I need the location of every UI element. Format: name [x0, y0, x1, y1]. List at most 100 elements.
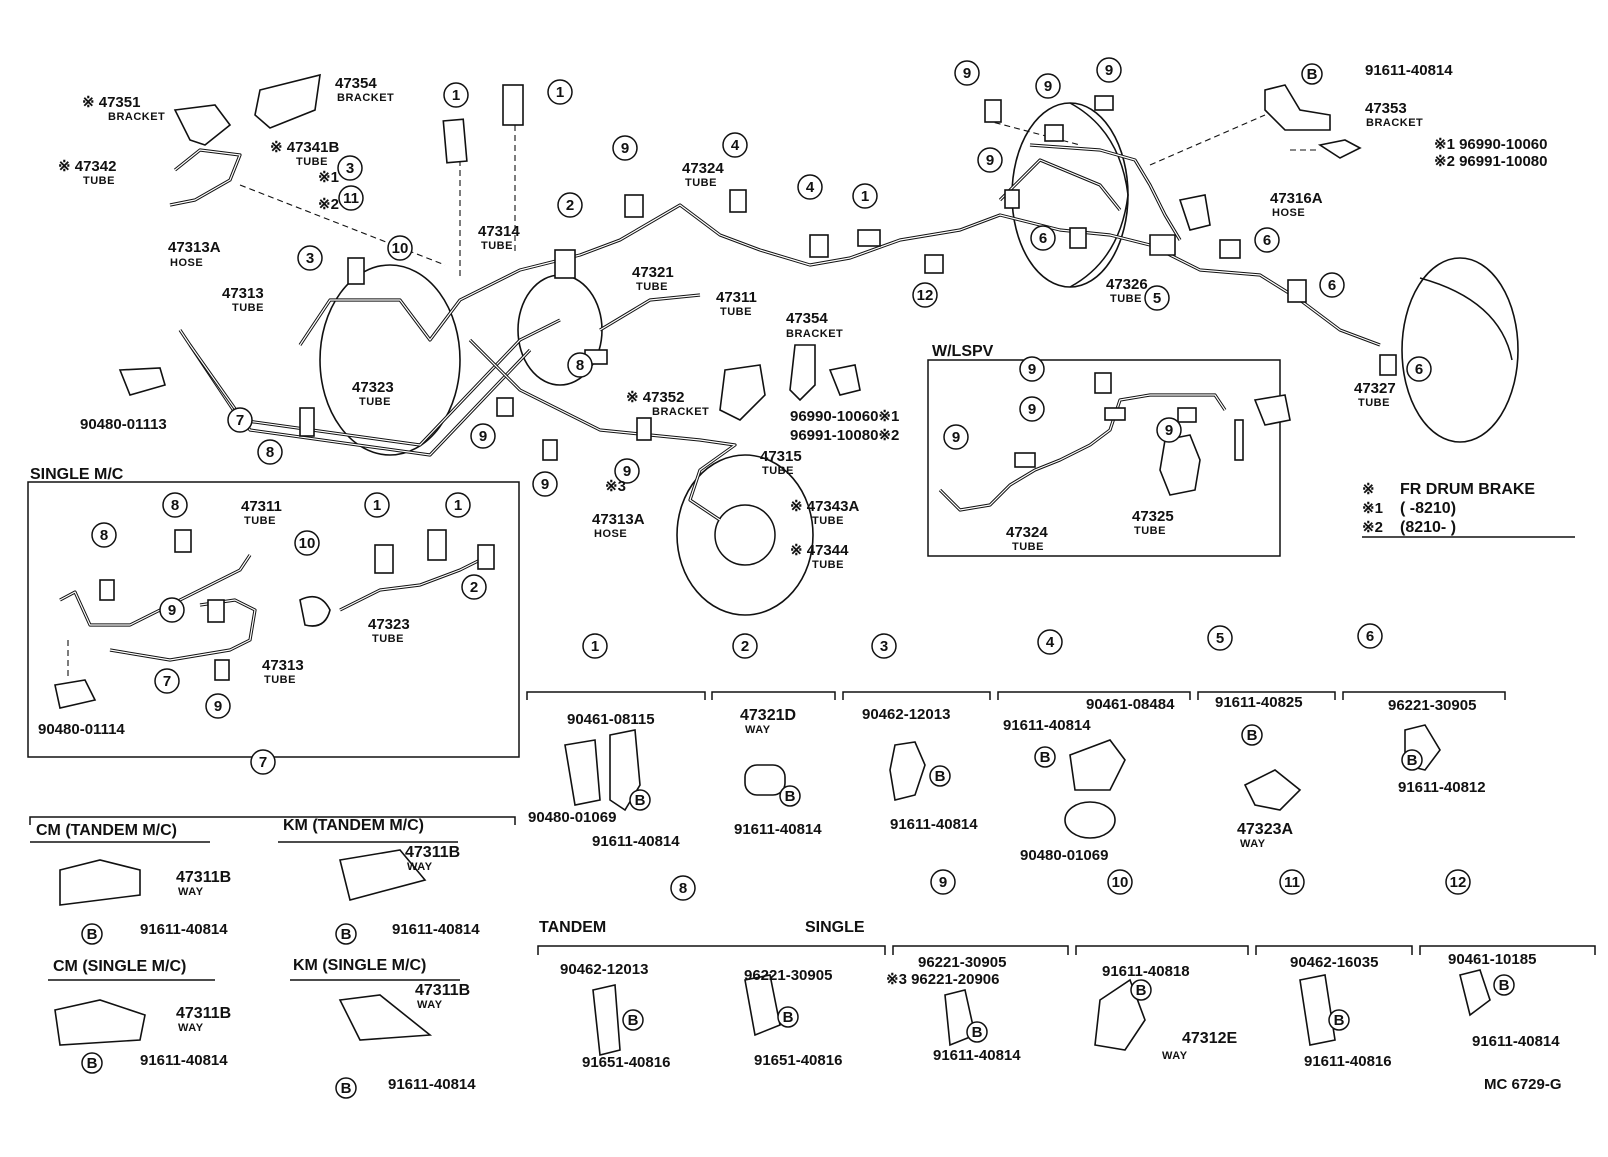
- callout-number: 1: [591, 638, 599, 655]
- bolt-mark: B: [81, 1052, 103, 1074]
- callout-circle: [294, 530, 320, 556]
- label-47354-bracket-sub: BRACKET: [337, 92, 394, 104]
- callout-circle: [722, 132, 748, 158]
- wlspv-title: W/LSPV: [932, 343, 994, 360]
- callout-circle: [954, 60, 980, 86]
- callout-number: 4: [806, 179, 815, 196]
- label-47313a-front-sub: HOSE: [594, 528, 627, 540]
- bolt-circle: [1328, 1009, 1350, 1031]
- bolt-mark: B: [966, 1021, 988, 1043]
- callout-circle: [159, 597, 185, 623]
- bolt-mark: B: [629, 789, 651, 811]
- callout-circle: [387, 235, 413, 261]
- callout-6: 6: [1406, 356, 1432, 382]
- callout-9: 9: [532, 471, 558, 497]
- bolt-mark: B: [777, 1006, 799, 1028]
- callout-2: 2: [732, 633, 758, 659]
- label-47353: 47353: [1365, 100, 1407, 117]
- brake-tubes: [169, 143, 1381, 522]
- callout-circle: [732, 633, 758, 659]
- callout-number: 4: [1046, 634, 1055, 651]
- legend-note1-mark: ※1: [1362, 500, 1383, 517]
- callout-circle: [364, 492, 390, 518]
- callout-6: 6: [1357, 623, 1383, 649]
- bolt-circle: [966, 1021, 988, 1043]
- legend-mark: ※: [1362, 481, 1375, 498]
- bolt-letter: B: [87, 926, 98, 943]
- label-47316a-sub: HOSE: [1272, 207, 1305, 219]
- callout-7: 7: [250, 749, 276, 775]
- bd4-90480-01069: 90480-01069: [1020, 847, 1108, 864]
- callout-circle: [871, 633, 897, 659]
- callout-circle: [338, 185, 364, 211]
- callout-number: 6: [1328, 277, 1336, 294]
- callout-number: 8: [679, 880, 687, 897]
- callout-number: 11: [343, 190, 359, 207]
- part-labels: 47354 BRACKET ※ 47351 BRACKET ※ 47341B T…: [30, 62, 1562, 1093]
- bolt-circle: [335, 1077, 357, 1099]
- bd1-91611-40814: 91611-40814: [592, 833, 680, 850]
- g7-bolt-a: 91611-40814: [140, 921, 228, 938]
- bolt-circle: [629, 789, 651, 811]
- callout-number: 12: [917, 287, 934, 304]
- callout-number: 9: [214, 698, 222, 715]
- label-47316a: 47316A: [1270, 190, 1323, 207]
- callout-9: 9: [159, 597, 185, 623]
- callout-circle: [557, 192, 583, 218]
- bolt-mark: B: [81, 923, 103, 945]
- g10-91611-40818: 91611-40818: [1102, 963, 1190, 980]
- callout-1: 1: [443, 82, 469, 108]
- callout-circle: [443, 82, 469, 108]
- callout-number: 1: [861, 188, 869, 205]
- bolt-mark: B: [1328, 1009, 1350, 1031]
- label-47351-sub: BRACKET: [108, 111, 165, 123]
- callout-circle: [257, 439, 283, 465]
- bd5-way: WAY: [1240, 838, 1266, 850]
- bd3-91611-40814: 91611-40814: [890, 816, 978, 833]
- bolt-letter: B: [1040, 749, 1051, 766]
- bolt-letter: B: [972, 1024, 983, 1041]
- callout-number: 3: [880, 638, 888, 655]
- bd5-47323a: 47323A: [1237, 821, 1293, 838]
- bolt-letter: B: [1499, 977, 1510, 994]
- label-47324: 47324: [682, 160, 724, 177]
- callout-circle: [614, 458, 640, 484]
- callout-circle: [1107, 869, 1133, 895]
- bd2-91611-40814: 91611-40814: [734, 821, 822, 838]
- label-47313: 47313: [222, 285, 264, 302]
- callout-9: 9: [930, 869, 956, 895]
- breakdown-parts: [54, 724, 1491, 1056]
- callout-9: 9: [954, 60, 980, 86]
- g7-47311b-b: 47311B: [405, 844, 460, 861]
- bolt-circle: [1034, 746, 1056, 768]
- callout-circle: [670, 875, 696, 901]
- callout-12: 12: [912, 282, 938, 308]
- callout-number: 5: [1216, 630, 1224, 647]
- wlspv-47325-sub: TUBE: [1134, 525, 1166, 537]
- diagram-code: MC 6729-G: [1484, 1076, 1562, 1093]
- g12-91611-40814: 91611-40814: [1472, 1033, 1560, 1050]
- bolt-letter: B: [341, 1080, 352, 1097]
- label-47321-sub: TUBE: [636, 281, 668, 293]
- callout-number: 9: [541, 476, 549, 493]
- callout-circle: [1279, 869, 1305, 895]
- label-47352-sub: BRACKET: [652, 406, 709, 418]
- callout-number: 4: [731, 137, 740, 154]
- label-47313-sub: TUBE: [232, 302, 264, 314]
- label-47342-sub: TUBE: [83, 175, 115, 187]
- callout-circle: [547, 79, 573, 105]
- callout-circle: [977, 147, 1003, 173]
- callout-number: 1: [373, 497, 381, 514]
- callout-number: 10: [1112, 874, 1129, 891]
- label-47323-sub: TUBE: [359, 396, 391, 408]
- g7-way-c: WAY: [178, 1022, 204, 1034]
- bolt-letter: B: [935, 768, 946, 785]
- callout-circle: [250, 749, 276, 775]
- g9-91611-40814: 91611-40814: [933, 1047, 1021, 1064]
- label-96990-10060: 96990-10060※1: [790, 408, 899, 425]
- wlspv-47324: 47324: [1006, 524, 1048, 541]
- label-47323: 47323: [352, 379, 394, 396]
- bolt-letter: B: [341, 926, 352, 943]
- callout-circle: [1096, 57, 1122, 83]
